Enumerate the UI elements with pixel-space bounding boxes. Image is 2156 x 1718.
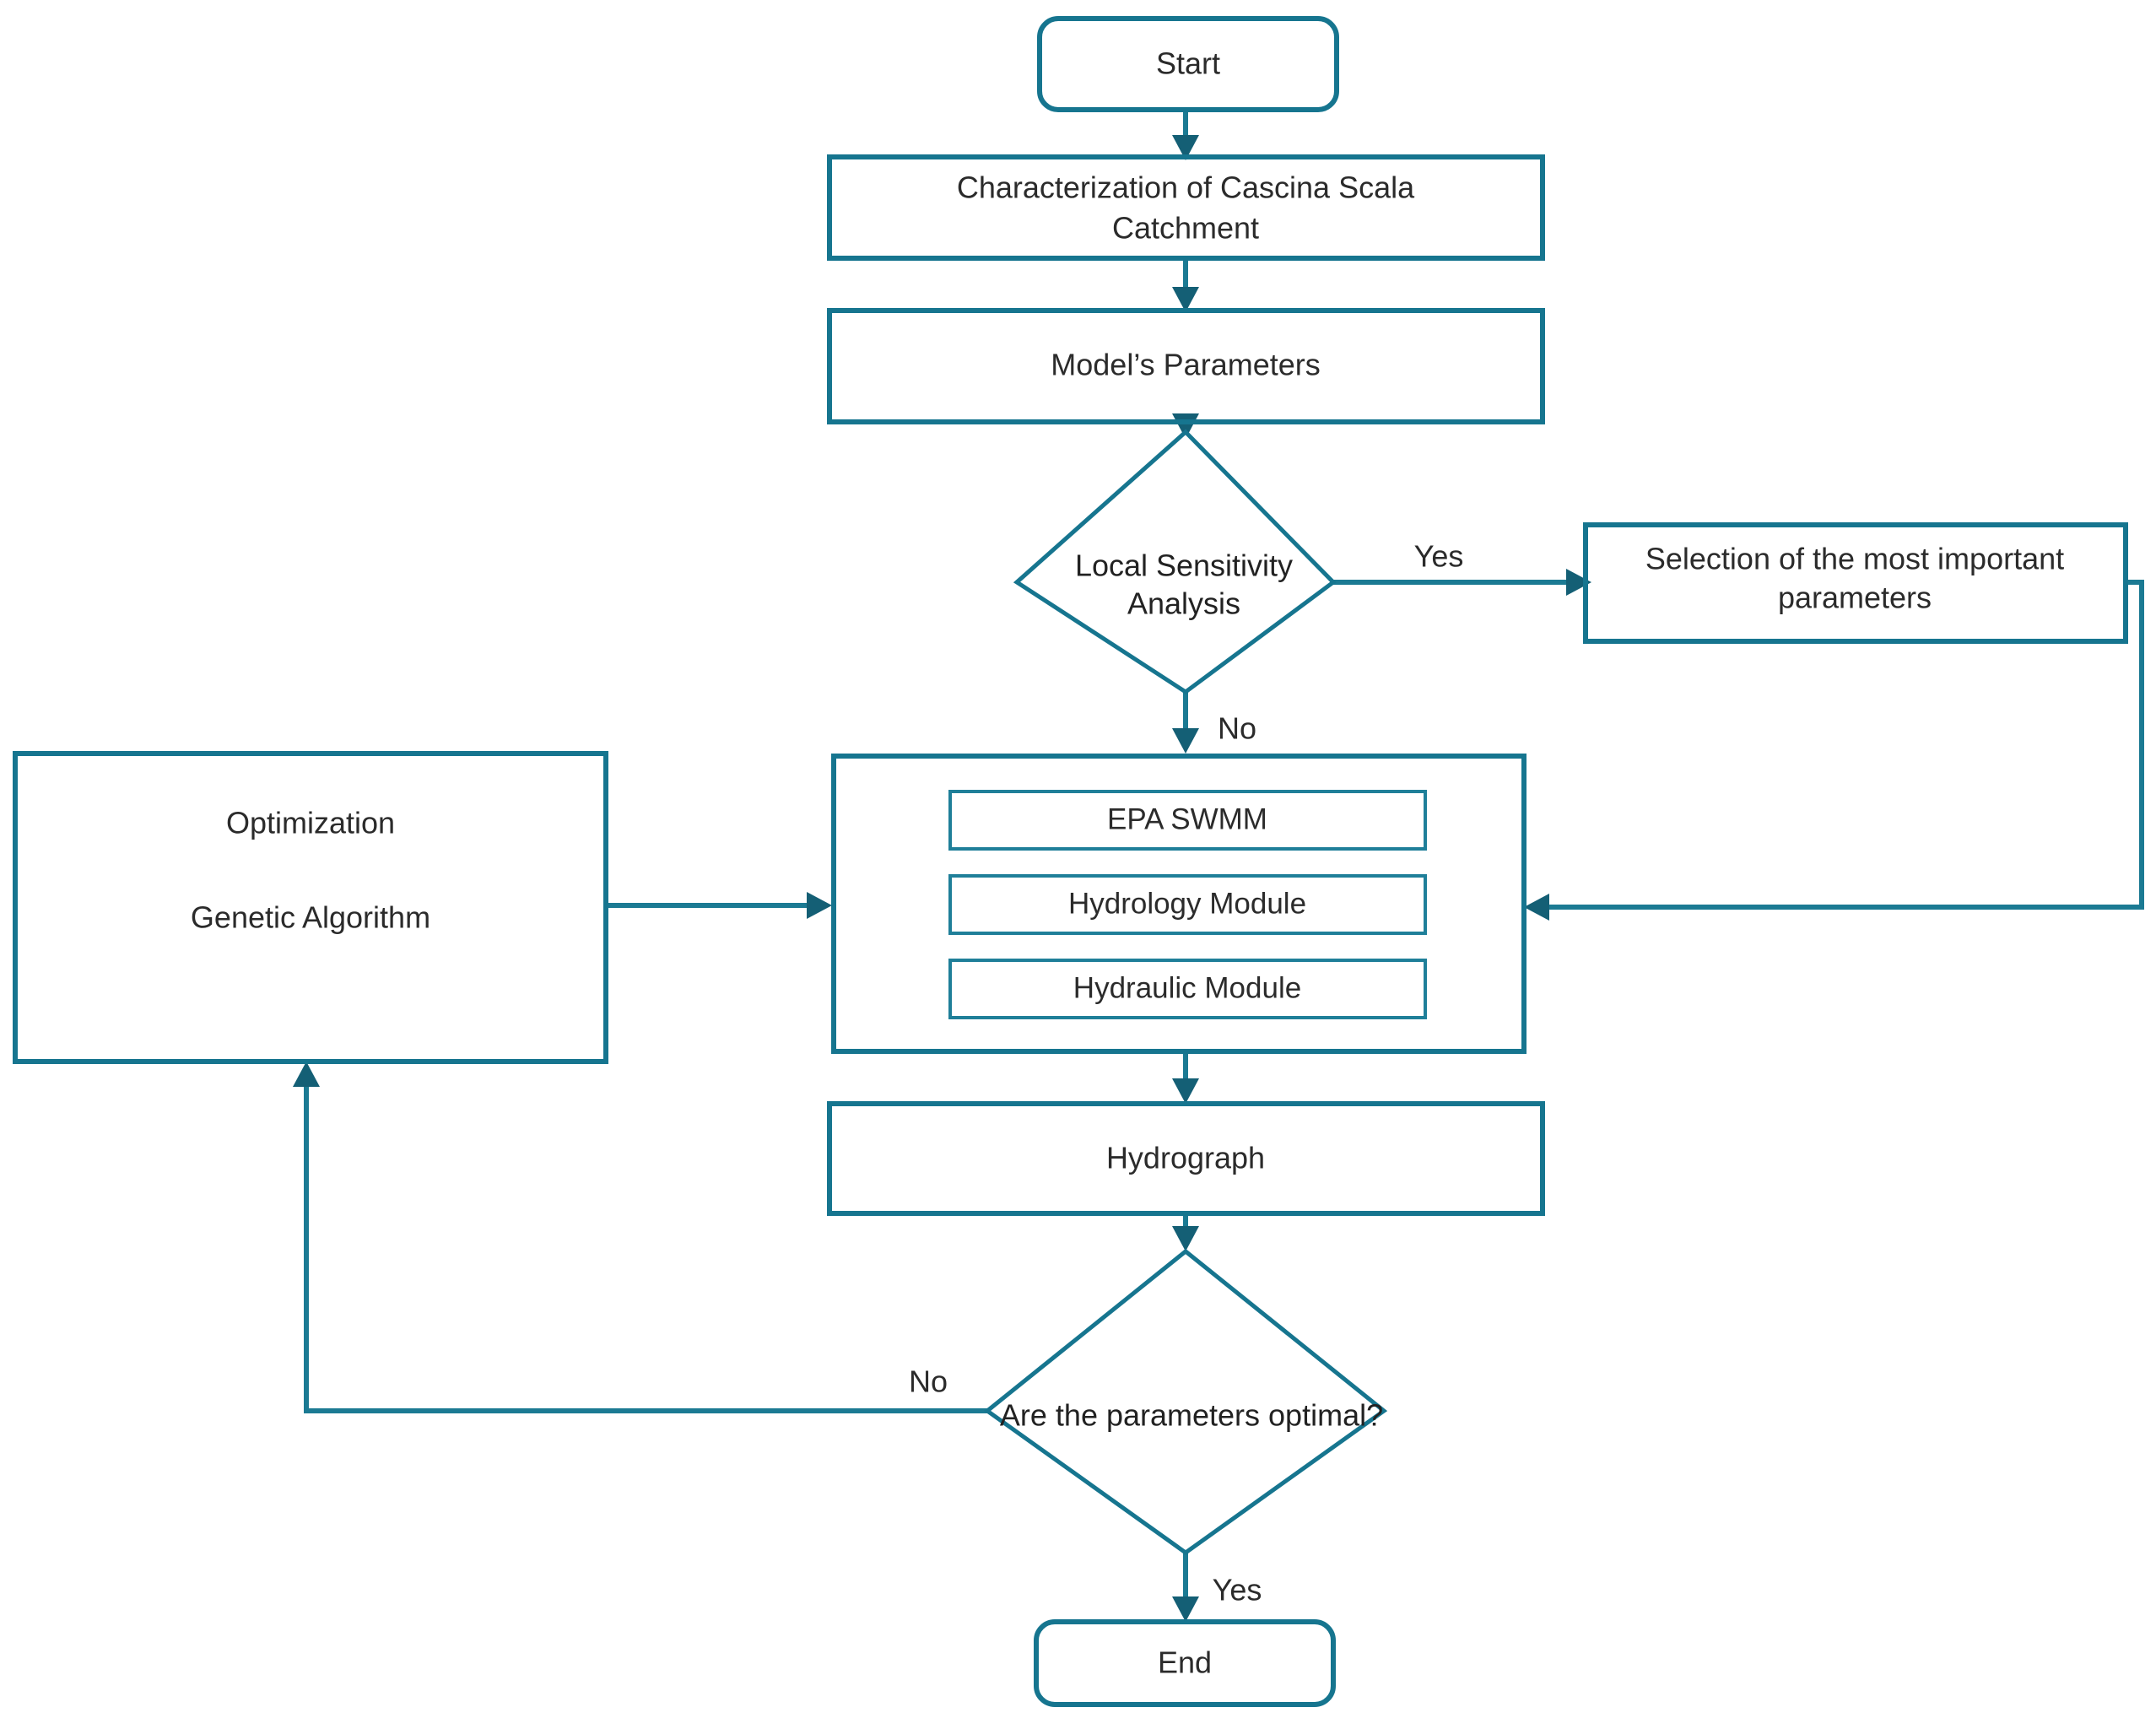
node-hydrology-module[interactable]: Hydrology Module — [948, 874, 1427, 935]
node-end-label: End — [1158, 1645, 1212, 1680]
node-characterization[interactable]: Characterization of Cascina Scala Catchm… — [827, 154, 1545, 261]
node-optimization[interactable]: Optimization Genetic Algorithm — [13, 751, 608, 1064]
node-hydraulic-module[interactable]: Hydraulic Module — [948, 959, 1427, 1019]
connector-start-to-characterization — [1172, 111, 1199, 160]
node-hydrograph-label: Hydrograph — [1106, 1141, 1265, 1175]
node-hydrology-module-label: Hydrology Module — [1068, 887, 1306, 920]
node-characterization-label-line1: Characterization of Cascina Scala — [957, 170, 1415, 205]
node-sensitivity-label-line2: Analysis — [1127, 586, 1240, 621]
connector-hydrograph-to-optimal — [1172, 1213, 1199, 1251]
node-start[interactable]: Start — [1037, 16, 1339, 112]
node-characterization-label-line2: Catchment — [1112, 211, 1259, 246]
node-hydraulic-module-label: Hydraulic Module — [1073, 971, 1301, 1004]
node-sensitivity-label-line1: Local Sensitivity — [1075, 548, 1293, 583]
edge-label-sensitivity-yes: Yes — [1414, 539, 1464, 574]
node-epa-swmm-label: EPA SWMM — [1107, 802, 1267, 835]
connector-characterization-to-parameters — [1172, 257, 1199, 312]
node-start-label: Start — [1156, 46, 1220, 81]
connector-sensitivity-yes-to-selection — [1333, 569, 1591, 596]
connector-swmm-to-hydrograph — [1172, 1051, 1199, 1104]
node-hydrograph[interactable]: Hydrograph — [827, 1101, 1545, 1216]
node-parameters-optimal-check[interactable]: Are the parameters optimal? — [983, 1248, 1388, 1556]
node-optimal-check-label: Are the parameters optimal? — [1000, 1398, 1383, 1433]
connector-optimal-no-to-optimization — [293, 1062, 987, 1413]
edge-label-optimal-yes: Yes — [1213, 1573, 1262, 1607]
node-selection-label-line1: Selection of the most important — [1645, 542, 2064, 576]
connector-optimization-to-swmm — [604, 892, 832, 919]
node-selection-important-parameters[interactable]: Selection of the most important paramete… — [1583, 522, 2128, 644]
connector-optimal-yes-to-end — [1172, 1553, 1199, 1622]
node-model-parameters[interactable]: Model’s Parameters — [827, 308, 1545, 424]
node-local-sensitivity-analysis[interactable]: Local Sensitivity Analysis — [1013, 429, 1337, 695]
node-selection-label-line2: parameters — [1778, 581, 1932, 615]
node-optimization-label-line1: Optimization — [226, 806, 395, 840]
connector-selection-to-swmm — [1524, 580, 2144, 921]
node-epa-swmm[interactable]: EPA SWMM — [948, 790, 1427, 851]
node-swmm-container[interactable]: EPA SWMM Hydrology Module Hydraulic Modu… — [831, 754, 1526, 1054]
edge-label-optimal-no: No — [909, 1364, 948, 1399]
edge-label-sensitivity-no: No — [1218, 711, 1256, 746]
node-optimization-label-line2: Genetic Algorithm — [191, 900, 430, 935]
node-model-parameters-label: Model’s Parameters — [1051, 348, 1320, 382]
connector-sensitivity-no-to-swmm — [1172, 692, 1199, 754]
node-end[interactable]: End — [1034, 1619, 1336, 1707]
